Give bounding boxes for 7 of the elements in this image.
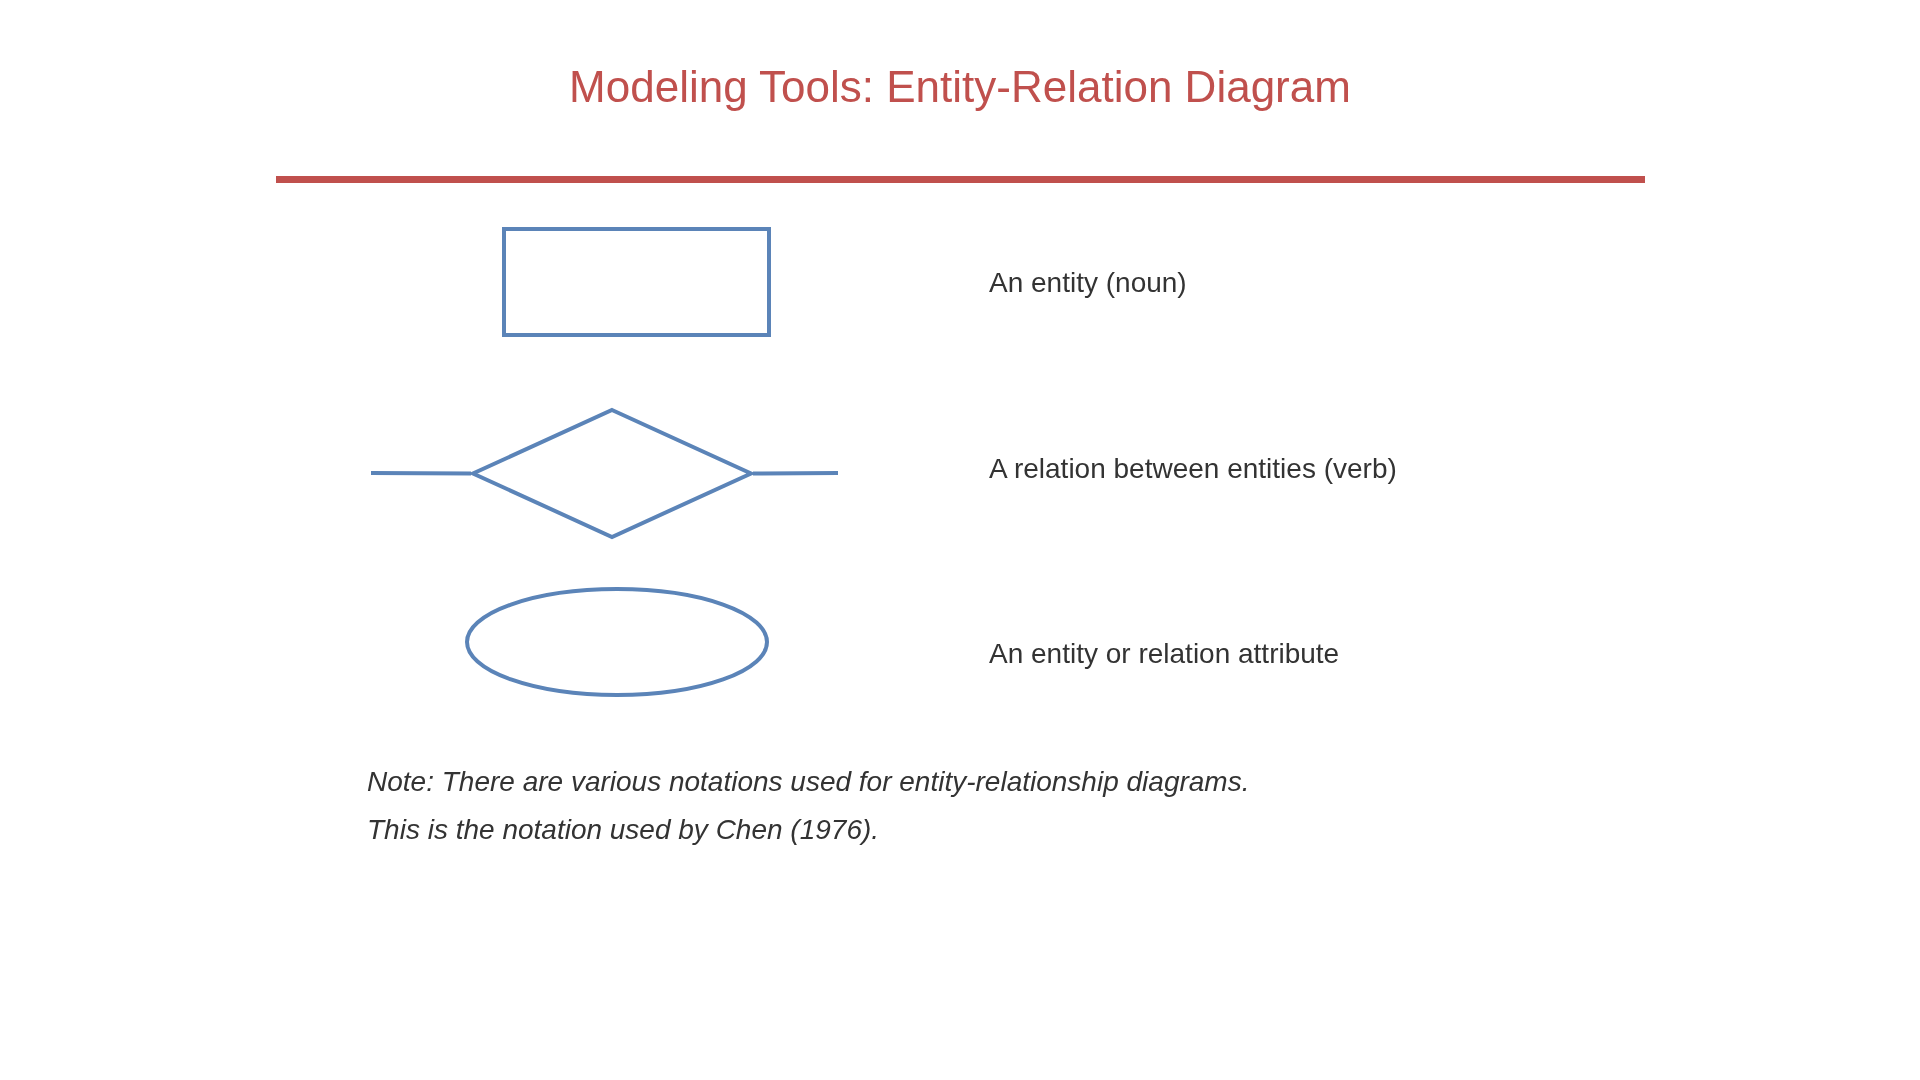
symbol-description: An entity (noun): [989, 267, 1187, 299]
note-text: Note: There are various notations used for entity-relationship diagrams. This is the notation used by Chen (1976).: [367, 765, 1251, 847]
symbol-description: A relation between entities (verb): [989, 453, 1397, 485]
connector-line: [753, 471, 838, 476]
connector-line: [371, 471, 471, 476]
slide-title: Modeling Tools: Entity-Relation Diagram: [569, 62, 1351, 112]
symbol-description: An entity or relation attribute: [989, 638, 1340, 670]
